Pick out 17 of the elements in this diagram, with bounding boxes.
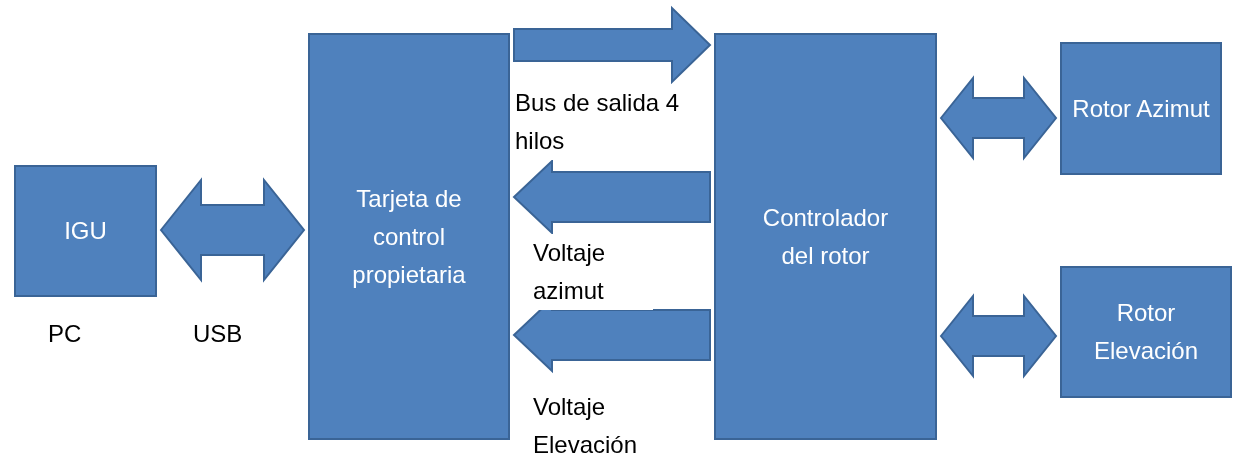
box-label: Tarjeta de control propietaria bbox=[351, 183, 467, 290]
block-arrow bbox=[512, 158, 711, 236]
box-label: Rotor Elevación bbox=[1092, 298, 1200, 366]
box-label: IGU bbox=[64, 216, 107, 246]
block-arrow bbox=[513, 5, 712, 85]
process-box bbox=[14, 165, 157, 297]
process-box bbox=[308, 33, 510, 440]
process-box bbox=[1060, 42, 1222, 175]
process-box bbox=[714, 33, 937, 440]
block-arrow bbox=[159, 177, 306, 283]
box-label: Rotor Azimut bbox=[1072, 93, 1210, 124]
box-label: Controlador del rotor bbox=[761, 202, 890, 271]
edge-label: Voltaje azimut bbox=[533, 234, 653, 310]
process-box bbox=[1060, 266, 1232, 398]
block-arrow bbox=[939, 293, 1058, 379]
caption-text: PC bbox=[48, 319, 82, 349]
block-arrow bbox=[939, 75, 1058, 161]
